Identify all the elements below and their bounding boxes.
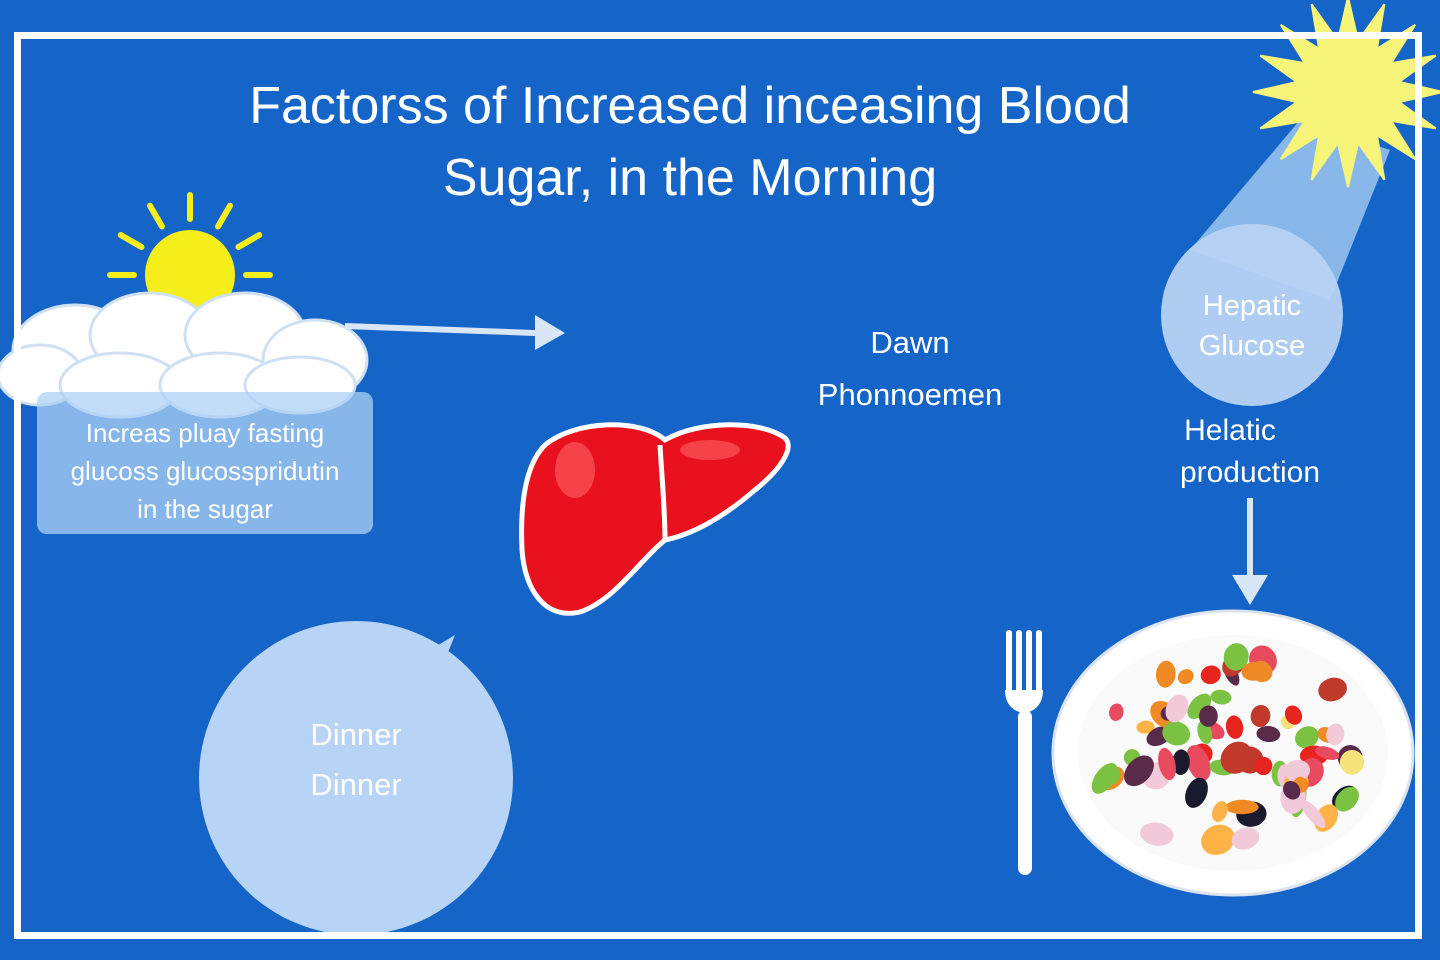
salad-piece: [1162, 721, 1191, 746]
hepatic-production-line-1: Helatic: [1184, 414, 1276, 447]
hepatic-glucose-line-2: Glucose: [1198, 330, 1306, 362]
dawn-label: Dawn: [870, 325, 950, 360]
liver-icon: [519, 422, 791, 616]
salad-piece: [1283, 781, 1301, 800]
hepatic-glucose-label: Hepatic Glucose: [1160, 286, 1344, 366]
fasting-line-2: glucoss glucosspridutin: [70, 456, 340, 486]
salad-piece: [1231, 827, 1260, 850]
dinner-line-1: Dinner: [310, 717, 402, 752]
salad-piece: [1220, 741, 1253, 774]
salad-piece: [1200, 665, 1221, 685]
fasting-glucose-text: Increas pluay fasting glucoss glucosspri…: [37, 414, 373, 528]
salad-piece: [1101, 766, 1121, 786]
salad-piece: [1335, 786, 1359, 812]
salad-plate-icon: [1051, 609, 1415, 897]
dinner-label: Dinner Dinner: [256, 710, 456, 810]
salad-piece: [1318, 677, 1347, 702]
salad-piece: [1140, 822, 1174, 846]
salad-piece: [1155, 660, 1176, 688]
fasting-line-3: in the sugar: [137, 494, 273, 524]
salad-piece: [1295, 726, 1319, 749]
salad-piece: [1198, 705, 1218, 727]
dinner-line-2: Dinner: [310, 767, 402, 802]
diagram-frame: [14, 32, 1422, 939]
salad-piece: [1301, 800, 1326, 828]
hepatic-glucose-line-1: Hepatic: [1202, 290, 1302, 322]
salad-piece: [1210, 689, 1232, 705]
salad-piece: [1136, 720, 1155, 734]
salad-piece: [1177, 669, 1194, 685]
salad-piece: [1186, 745, 1211, 782]
fasting-line-1: Increas pluay fasting: [85, 418, 325, 448]
salad-piece: [1172, 749, 1190, 775]
salad-piece: [1201, 824, 1235, 856]
salad-piece: [1339, 750, 1365, 775]
title-line-2: Sugar, in the Morning: [442, 149, 938, 207]
hepatic-glucose-circle: [1161, 224, 1343, 406]
salad-piece: [1256, 725, 1281, 743]
arrow-down-icon: [1232, 498, 1268, 605]
salad-piece: [1326, 723, 1345, 746]
salad-piece: [1315, 746, 1340, 760]
hepatic-production-line-2: production: [1179, 456, 1321, 489]
fork-icon: [1005, 630, 1043, 875]
phenomenon-label: Phonnoemen: [817, 377, 1003, 412]
salad-piece: [1109, 703, 1124, 721]
dinner-bubble-tail: [430, 635, 455, 660]
dinner-circle: [199, 621, 513, 935]
sun-ray: [147, 202, 165, 230]
title-line-1: Factorss of Increased inceasing Blood: [249, 77, 1131, 135]
salad-piece: [1254, 756, 1273, 776]
salad-piece: [1165, 694, 1189, 723]
sun-ray: [235, 232, 263, 250]
salad-piece: [1284, 705, 1303, 725]
salad-piece: [1158, 747, 1176, 781]
arrow-right-icon: [344, 315, 565, 350]
salad-piece: [1225, 715, 1244, 739]
cloud-icon: [0, 291, 369, 419]
salad-piece: [1241, 661, 1267, 681]
sun-ray: [117, 232, 145, 250]
hepatic-production-label: Helatic production: [1100, 410, 1400, 494]
sun-ray: [215, 202, 233, 230]
fasting-glucose-box: [37, 392, 373, 534]
salad-piece: [1223, 643, 1249, 671]
salad-piece: [1124, 755, 1154, 787]
big-sun-icon: [1252, 0, 1440, 188]
salad-piece: [1185, 777, 1208, 808]
salad-piece: [1225, 799, 1259, 815]
salad-piece: [1211, 801, 1228, 823]
salad-piece: [1284, 759, 1311, 782]
salad-piece: [1250, 704, 1271, 728]
